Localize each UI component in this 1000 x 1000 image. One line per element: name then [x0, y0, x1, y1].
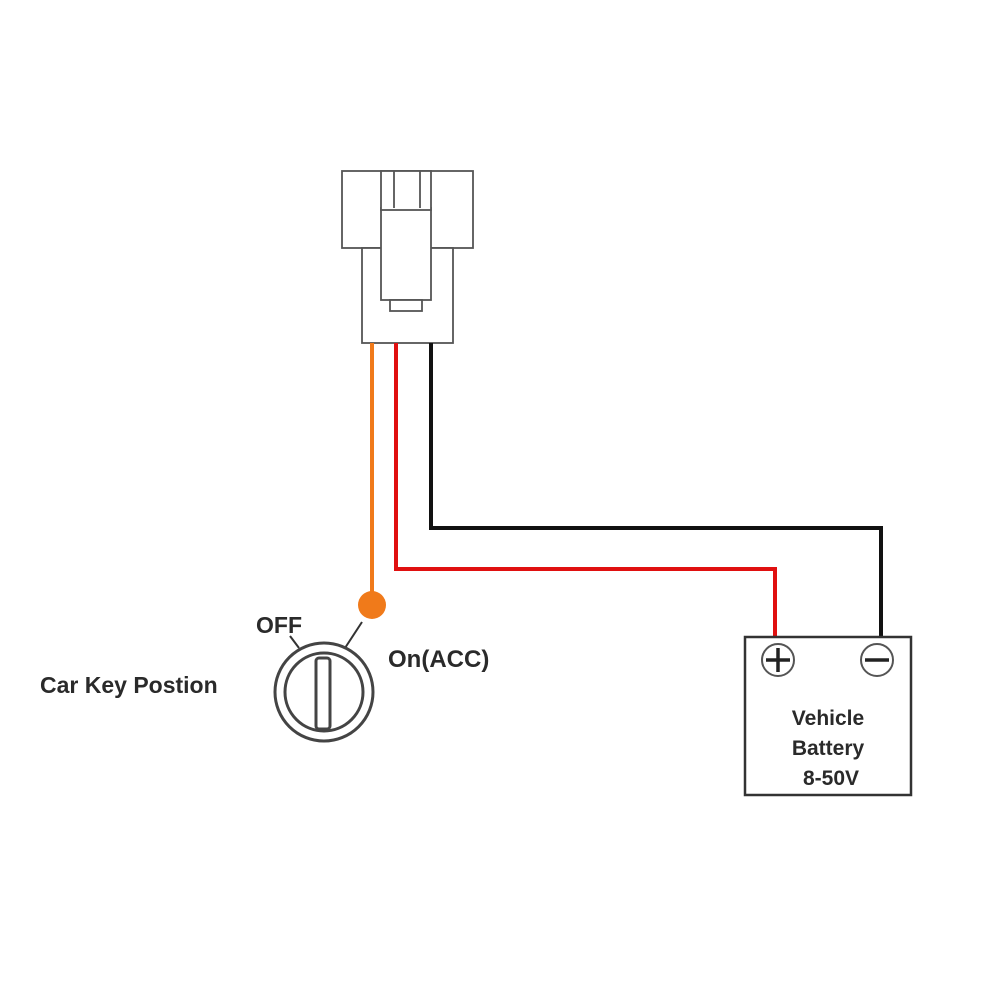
vehicle-battery: [743, 635, 913, 797]
ground-wire: [429, 343, 883, 640]
negative-terminal-icon: [860, 643, 894, 677]
positive-wire: [394, 343, 777, 640]
connector-pin-housing: [380, 207, 432, 301]
battery-label-line2: Battery: [791, 737, 865, 760]
connector-pin-tip: [389, 299, 423, 312]
positive-terminal-icon: [761, 643, 795, 677]
key-slot: [314, 656, 332, 731]
on-acc-label: On(ACC): [388, 646, 490, 673]
battery-voltage-label: 8-50V: [802, 767, 860, 790]
car-key-position-label: Car Key Postion: [40, 672, 218, 698]
ignition-key-switch: [273, 621, 375, 743]
battery-label-line1: Vehicle: [791, 707, 865, 730]
acc-terminal-dot: [358, 591, 386, 619]
connector-plug: [341, 170, 474, 344]
connector-pin-cap: [380, 170, 432, 211]
on-indicator-line: [344, 621, 363, 649]
off-indicator-line: [289, 635, 300, 649]
off-label: OFF: [256, 612, 302, 638]
